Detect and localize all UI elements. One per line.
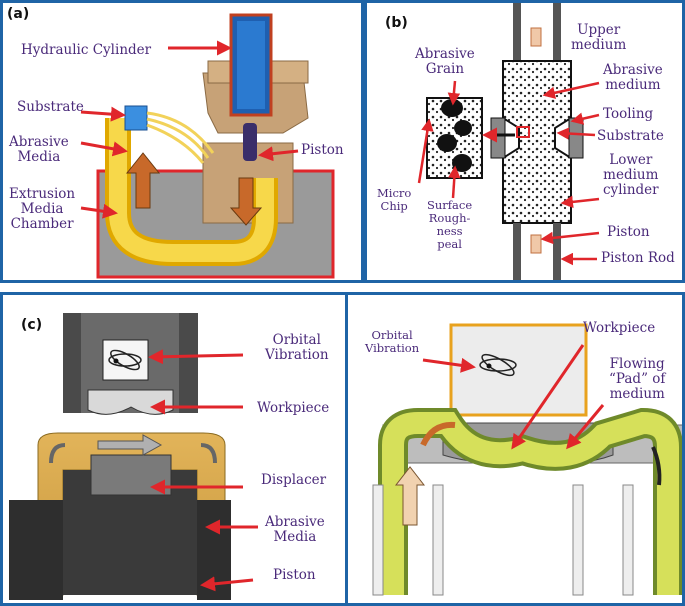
label-tooling: Tooling [603, 106, 654, 122]
label-displacer: Displacer [261, 472, 327, 488]
label-orbital-vibration-right: Orbital Vibration [365, 328, 420, 355]
label-micro-chip: Micro Chip [377, 186, 412, 213]
label-substrate: Substrate [17, 99, 84, 115]
up-flow-arrow [125, 152, 161, 209]
panel-c-illustration [9, 295, 682, 603]
label-orbital-vibration-left: Orbital Vibration [265, 332, 329, 363]
label-substrate-b: Substrate [597, 128, 664, 144]
upper-piston-icon [530, 27, 542, 47]
panel-c: (c) Orbital Vibration Workpiece Displace… [0, 292, 685, 606]
label-flowing-pad: Flowing “Pad” of medium [609, 356, 666, 402]
label-abrasive-medium: Abrasive medium [603, 62, 663, 93]
panel-a-illustration [80, 13, 335, 279]
label-lower-cylinder: Lower medium cylinder [603, 152, 659, 198]
panel-c-tag: (c) [21, 317, 43, 333]
label-surface-roughness: Surface Rough- ness peal [427, 198, 473, 251]
label-extrusion-chamber: Extrusion Media Chamber [9, 186, 76, 232]
piston [243, 123, 257, 161]
panel-a-tag: (a) [7, 6, 30, 22]
label-upper-medium: Upper medium [571, 22, 627, 53]
down-flow-arrow [229, 177, 263, 226]
up-flow-arrow-right [394, 466, 426, 526]
abrasive-medium-column [502, 60, 572, 224]
lower-piston-icon [530, 234, 542, 254]
label-abrasive-media: Abrasive Media [9, 134, 69, 165]
panel-b: (b) Abrasive Grain Micro Chip Surface Ro… [364, 0, 685, 283]
label-abrasive-grain: Abrasive Grain [415, 46, 475, 77]
panel-b-tag: (b) [385, 15, 408, 31]
label-piston-c: Piston [273, 567, 316, 583]
label-workpiece-left: Workpiece [257, 400, 330, 416]
label-hydraulic-cylinder: Hydraulic Cylinder [21, 42, 152, 58]
panel-a: (a) Hydraulic Cylinder Substrate Abrasiv… [0, 0, 364, 283]
label-piston: Piston [301, 142, 344, 158]
label-abrasive-media-c: Abrasive Media [265, 514, 325, 545]
label-piston-b: Piston [607, 224, 650, 240]
displacer [90, 454, 172, 496]
panel-b-illustration [417, 3, 600, 280]
substrate [124, 105, 148, 131]
label-workpiece-right: Workpiece [583, 320, 656, 336]
flow-arrow-left [97, 434, 163, 456]
label-piston-rod: Piston Rod [601, 250, 675, 266]
